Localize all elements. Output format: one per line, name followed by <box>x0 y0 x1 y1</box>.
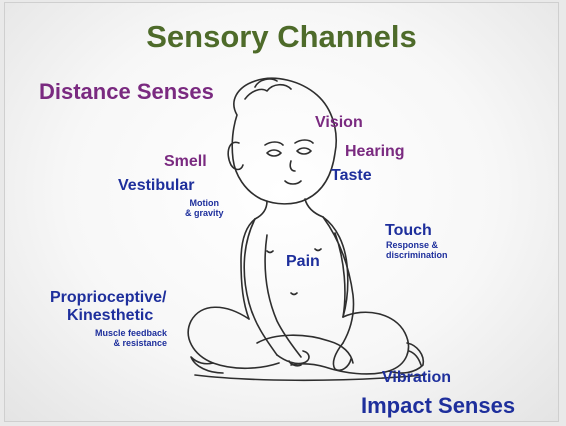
label-touch: Touch <box>385 222 432 240</box>
proprio-note-line-1: Muscle feedback <box>95 328 167 338</box>
touch-note: Response & discrimination <box>386 240 448 260</box>
impact-senses-heading: Impact Senses <box>361 393 515 419</box>
label-taste: Taste <box>331 167 372 185</box>
baby-head-outline <box>232 78 336 204</box>
vestibular-note: Motion & gravity <box>185 198 224 218</box>
proprio-note: Muscle feedback & resistance <box>95 328 167 348</box>
baby-eye-left <box>267 150 281 156</box>
baby-neck <box>255 199 323 219</box>
proprio-note-line-2: & resistance <box>95 338 167 348</box>
baby-nipples <box>267 249 321 253</box>
label-vibration: Vibration <box>382 369 451 387</box>
vestibular-note-line-2: & gravity <box>185 208 224 218</box>
label-pain: Pain <box>286 253 320 271</box>
label-vestibular: Vestibular <box>118 177 194 195</box>
label-kinesthetic: Kinesthetic <box>67 307 153 325</box>
vestibular-note-line-1: Motion <box>185 198 224 208</box>
label-smell: Smell <box>164 153 207 171</box>
label-vision: Vision <box>315 114 363 132</box>
baby-brows <box>265 140 313 145</box>
slide: Sensory Channels Distance Senses Vision … <box>5 3 558 421</box>
baby-arm-left <box>244 219 301 357</box>
label-proprioceptive: Proprioceptive/ <box>50 289 166 307</box>
slide-title: Sensory Channels <box>5 19 558 55</box>
baby-leg-right <box>291 312 408 374</box>
baby-navel <box>291 293 297 295</box>
baby-line-drawing <box>5 3 558 421</box>
touch-note-line-1: Response & <box>386 240 448 250</box>
baby-nose <box>290 161 295 171</box>
touch-note-line-2: discrimination <box>386 250 448 260</box>
distance-senses-heading: Distance Senses <box>39 79 214 105</box>
baby-mouth <box>285 181 301 184</box>
baby-ear <box>228 142 243 169</box>
baby-eye-right <box>297 148 311 154</box>
label-hearing: Hearing <box>345 143 405 161</box>
